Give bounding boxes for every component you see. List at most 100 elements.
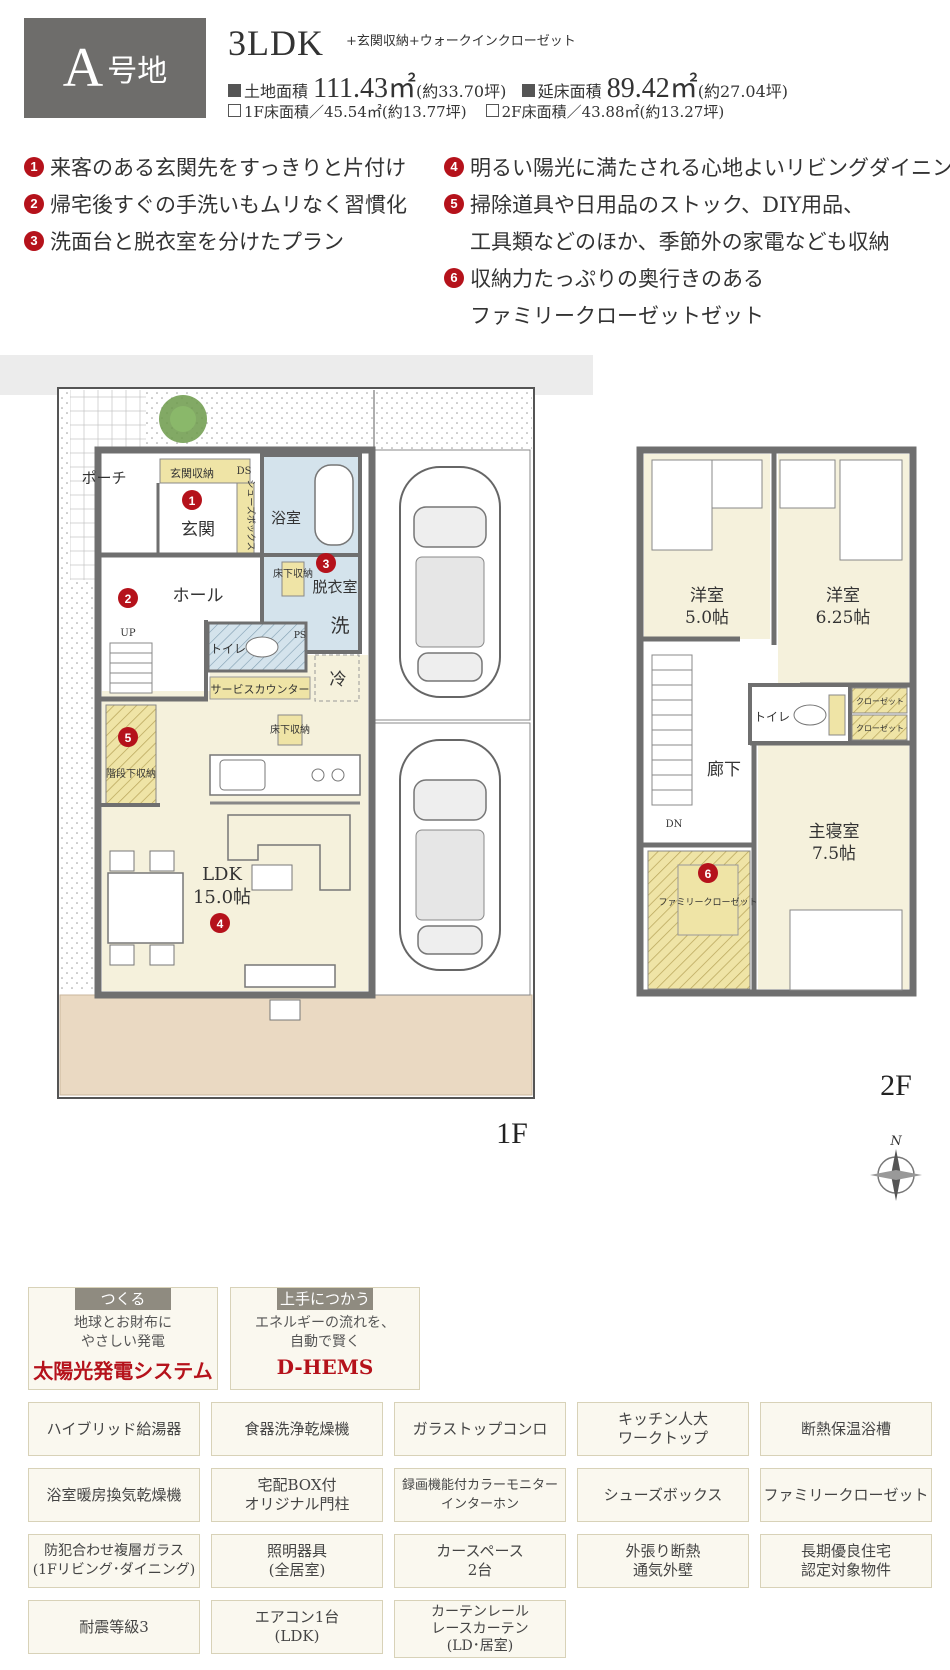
- equipment-item: 断熱保温浴槽: [760, 1402, 932, 1456]
- toilet-2f-label: トイレ: [754, 710, 790, 724]
- feature-1: 1 来客のある玄関先をすっきりと片付け: [24, 152, 406, 182]
- area-row-floors: 1F床面積／45.54㎡(約13.77坪) 2F床面積／43.88㎡(約13.2…: [228, 101, 724, 122]
- equipment-item: 浴室暖房換気乾燥機: [28, 1468, 200, 1522]
- car-2: [399, 739, 501, 971]
- feature-text: 帰宅後すぐの手洗いもムリなく習慣化: [50, 193, 407, 217]
- stair-storage-label: 階段下収納: [106, 767, 156, 780]
- feature-text: 明るい陽光に満たされる心地よいリビングダイニング: [470, 156, 950, 180]
- equipment-item: 宅配BOX付 オリジナル門柱: [211, 1468, 383, 1522]
- master-size: 7.5帖: [812, 844, 856, 864]
- equipment-item: 耐震等級3: [28, 1600, 200, 1654]
- dn-label: DN: [666, 819, 683, 830]
- svg-text:1: 1: [189, 494, 196, 508]
- underfloor-1-label: 床下収納: [273, 567, 313, 580]
- equipment-item: 外張り断熱 通気外壁: [577, 1534, 749, 1588]
- marker-5: 5: [118, 727, 138, 747]
- floor-area-tsubo: (約27.04坪): [697, 82, 789, 101]
- family-closet-label: ファミリークローゼット: [658, 896, 757, 908]
- floor2-label: 2F: [880, 1069, 912, 1102]
- equipment-item: ハイブリッド給湯器: [28, 1402, 200, 1456]
- feature-number: 4: [444, 157, 464, 177]
- lot-letter: A: [62, 37, 104, 99]
- service-counter-label: サービスカウンター: [211, 683, 310, 696]
- toilet-label: トイレ: [210, 642, 246, 656]
- equipment-item: 照明器具 (全居室): [211, 1534, 383, 1588]
- wash-label: 洗: [330, 615, 349, 637]
- land-area-value: 111.43㎡: [313, 73, 417, 104]
- genkan-storage-label: 玄関収納: [170, 466, 214, 480]
- plan-extra: +玄関収納+ウォークインクローゼット: [346, 34, 576, 49]
- feature-number: 1: [24, 157, 44, 177]
- feature-number: 5: [444, 194, 464, 214]
- feature-number: 2: [24, 194, 44, 214]
- category-tag: 上手につかう: [277, 1288, 373, 1310]
- corridor-label: 廊下: [707, 760, 741, 780]
- svg-text:4: 4: [217, 917, 224, 931]
- western2-label: 洋室: [826, 586, 860, 606]
- car-1: [399, 466, 501, 698]
- marker-4: 4: [210, 913, 230, 933]
- compass-label: N: [889, 1134, 902, 1149]
- marker-6: 6: [698, 863, 718, 883]
- equipment-item: 録画機能付カラーモニター インターホン: [394, 1468, 566, 1522]
- ldk-label: LDK: [202, 864, 242, 885]
- category-desc-1: エネルギーの流れを、: [255, 1315, 395, 1331]
- lot-badge: A 号地: [24, 18, 206, 118]
- equipment-item: カースペース 2台: [394, 1534, 566, 1588]
- feature-text: 収納力たっぷりの奥行きのある: [470, 267, 764, 291]
- floor1-label: 1F: [496, 1117, 528, 1150]
- dressing-label: 脱衣室: [312, 578, 357, 596]
- entry-tiles: [70, 390, 146, 450]
- feature-3: 3 洗面台と脱衣室を分けたプラン: [24, 226, 344, 256]
- feature-text: 来客のある玄関先をすっきりと片付け: [50, 156, 407, 180]
- ps-label: PS: [294, 631, 306, 641]
- shoebox-label: シューズボックス: [245, 479, 257, 550]
- lot-suffix: 号地: [107, 54, 168, 89]
- svg-text:5: 5: [125, 731, 132, 745]
- f2-area: 2F床面積／43.88㎡(約13.27坪): [501, 103, 725, 121]
- feature-number: 6: [444, 268, 464, 288]
- equipment-item: カーテンレール レースカーテン (LD･居室): [394, 1600, 566, 1658]
- marker-2: 2: [118, 588, 138, 608]
- category-solar: つくる 地球とお財布に やさしい発電 太陽光発電システム: [28, 1287, 218, 1390]
- category-name: D-HEMS: [276, 1355, 374, 1379]
- master-label: 主寝室: [809, 821, 860, 842]
- equipment-item: ガラストップコンロ: [394, 1402, 566, 1456]
- area-row-main: 土地面積 111.43㎡(約33.70坪) 延床面積 89.42㎡(約27.04…: [228, 66, 788, 106]
- hall-label: ホール: [173, 586, 224, 606]
- category-tag: つくる: [75, 1288, 171, 1310]
- porch-label: ポーチ: [81, 469, 126, 487]
- equipment-item: エアコン1台 (LDK): [211, 1600, 383, 1654]
- feature-text: 洗面台と脱衣室を分けたプラン: [50, 230, 344, 254]
- ds-label: DS: [237, 466, 252, 477]
- category-desc-1: 地球とお財布に: [74, 1315, 172, 1331]
- filled-square-icon: [228, 84, 241, 97]
- ldk-size: 15.0帖: [193, 887, 251, 908]
- marker-1: 1: [182, 490, 202, 510]
- feature-5-line-2: 工具類などのほか、季節外の家電なども収納: [470, 230, 890, 254]
- closet-1-label: クローゼット: [856, 696, 904, 706]
- feature-text: 掃除道具や日用品のストック、DIY用品、: [470, 193, 865, 217]
- f1-area: 1F床面積／45.54㎡(約13.77坪): [244, 103, 467, 121]
- equipment-item: ファミリークローゼット: [760, 1468, 932, 1522]
- western1-size: 5.0帖: [685, 608, 729, 628]
- category-name: 太陽光発電システム: [33, 1359, 213, 1383]
- feature-6: 6 収納力たっぷりの奥行きのある: [444, 263, 764, 293]
- feature-number: 3: [24, 231, 44, 251]
- svg-text:6: 6: [705, 867, 712, 881]
- open-square-icon: [485, 104, 499, 117]
- equipment-item: 防犯合わせ複層ガラス (1Fリビング･ダイニング): [28, 1534, 200, 1588]
- land-area-tsubo: (約33.70坪): [416, 82, 507, 101]
- fridge-label: 冷: [330, 670, 347, 690]
- closet-2-label: クローゼット: [856, 723, 904, 733]
- floor-area-value: 89.42㎡: [606, 73, 698, 104]
- feature-2: 2 帰宅後すぐの手洗いもムリなく習慣化: [24, 189, 407, 219]
- marker-3: 3: [316, 553, 336, 573]
- equipment-item: 食器洗浄乾燥機: [211, 1402, 383, 1456]
- category-hems: 上手につかう エネルギーの流れを、 自動で賢く D-HEMS: [230, 1287, 420, 1390]
- feature-4: 4 明るい陽光に満たされる心地よいリビングダイニング: [444, 152, 950, 182]
- plan-type: 3LDK: [228, 23, 324, 63]
- floor-plan-diagram: ポーチ 玄関収納 DS シューズボックス 玄関 浴室 脱衣室 床下収納 洗 ホー…: [0, 355, 922, 1201]
- feature-5: 5 掃除道具や日用品のストック、DIY用品、: [444, 189, 864, 219]
- bath-label: 浴室: [271, 509, 301, 527]
